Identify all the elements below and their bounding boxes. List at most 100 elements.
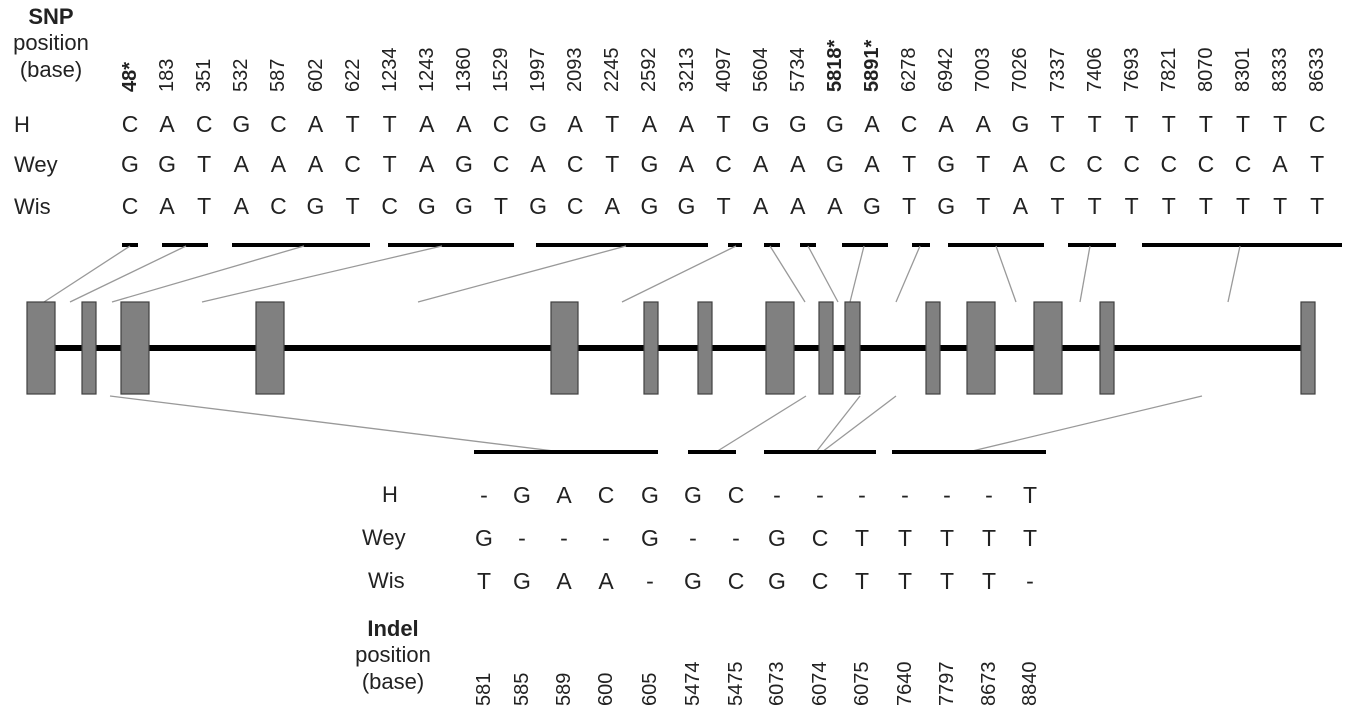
snp-base-h-9: A	[456, 111, 472, 137]
snp-base-h-21: C	[900, 111, 918, 137]
snp-base-wey-25: C	[1049, 151, 1066, 177]
snp-base-wey-17: A	[753, 151, 769, 177]
snp-base-h-16: T	[716, 111, 731, 137]
snp-base-h-26: T	[1087, 111, 1102, 137]
snp-base-wis-20: G	[863, 193, 881, 219]
snp-base-wey-6: C	[344, 151, 361, 177]
exon-10	[844, 301, 861, 395]
snp-base-wis-22: G	[937, 193, 956, 219]
snp-base-h-29: T	[1198, 111, 1213, 137]
snp-connector-10	[995, 245, 1017, 303]
indel-base-wis-4: -	[646, 568, 654, 594]
exon-8	[765, 301, 795, 395]
snp-base-h-4: C	[270, 111, 287, 137]
indel-position-5475: 5475	[725, 661, 747, 707]
snp-base-wis-11: G	[529, 193, 548, 219]
snp-base-wis-12: C	[566, 193, 584, 219]
exon-6	[643, 301, 659, 395]
snp-base-h-8: A	[419, 111, 435, 137]
snp-base-wis-16: T	[716, 193, 731, 219]
indel-base-wis-0: T	[476, 568, 492, 594]
snp-base-h-14: A	[641, 111, 658, 137]
snp-base-h-20: A	[864, 111, 880, 137]
indel-position-7640: 7640	[894, 661, 916, 707]
snp-base-wis-14: G	[640, 193, 659, 219]
snp-connector-3	[201, 245, 443, 303]
snp-base-wis-6: T	[345, 193, 360, 219]
exon-12	[966, 301, 996, 395]
snp-base-h-19: G	[825, 111, 844, 137]
snp-base-wey-20: A	[864, 151, 880, 177]
indel-position-605: 605	[639, 672, 661, 706]
snp-base-h-10: C	[492, 111, 510, 137]
snp-base-h-6: T	[345, 111, 360, 137]
snp-connector-1	[69, 245, 187, 303]
snp-base-wey-21: T	[902, 151, 917, 177]
snp-base-wey-27: C	[1123, 151, 1140, 177]
snp-base-wey-32: T	[1310, 151, 1325, 177]
snp-base-wey-12: C	[566, 151, 584, 177]
exon-11	[925, 301, 941, 395]
indel-base-h-9: -	[858, 482, 866, 508]
snp-base-h-13: T	[605, 111, 620, 137]
snp-base-wis-21: T	[902, 193, 917, 219]
snp-base-h-3: G	[232, 111, 251, 137]
snp-base-wey-22: G	[937, 151, 956, 177]
indel-base-h-1: G	[513, 482, 531, 508]
indel-position-7797: 7797	[936, 661, 958, 707]
snp-base-wis-27: T	[1124, 193, 1139, 219]
snp-connector-6	[769, 245, 806, 303]
snp-row-label-wey: Wey	[14, 152, 58, 177]
exon-13	[1033, 301, 1063, 395]
snp-base-wis-1: A	[159, 193, 175, 219]
indel-header-line2: position	[355, 642, 431, 668]
indel-base-wey-5: -	[689, 525, 697, 551]
snp-base-wey-18: A	[790, 151, 806, 177]
snp-base-wey-3: A	[233, 151, 249, 177]
snp-base-wey-29: C	[1197, 151, 1215, 177]
snp-base-wis-3: A	[233, 193, 249, 219]
indel-base-wis-1: G	[513, 568, 531, 594]
indel-base-h-2: A	[556, 482, 572, 508]
snp-base-h-7: T	[382, 111, 397, 137]
snp-base-wis-0: C	[121, 193, 139, 219]
indel-connector-1	[715, 395, 807, 453]
indel-base-h-5: G	[684, 482, 702, 508]
snp-base-wis-5: G	[306, 193, 325, 219]
snp-header-title: SNP	[28, 4, 74, 29]
indel-position-600: 600	[595, 672, 617, 706]
indel-position-8840: 8840	[1019, 661, 1041, 707]
indel-base-wey-6: -	[732, 525, 740, 551]
indel-base-wey-10: T	[897, 525, 913, 551]
snp-base-h-24: G	[1011, 111, 1030, 137]
exon-3	[120, 301, 150, 395]
indel-base-h-4: G	[641, 482, 659, 508]
indel-base-wey-8: C	[811, 525, 829, 551]
snp-base-wey-9: G	[454, 151, 473, 177]
snp-base-h-0: C	[121, 111, 139, 137]
indel-header-title: Indel	[367, 616, 419, 641]
snp-header-line2: position	[13, 30, 89, 56]
snp-base-wis-13: A	[604, 193, 620, 219]
indel-base-wis-6: C	[727, 568, 745, 594]
exon-4	[255, 301, 285, 395]
snp-base-h-27: T	[1124, 111, 1139, 137]
snp-base-wis-24: A	[1012, 193, 1029, 219]
snp-base-wis-17: A	[753, 193, 769, 219]
indel-base-wis-9: T	[854, 568, 870, 594]
indel-base-h-3: C	[597, 482, 615, 508]
snp-base-wis-10: T	[493, 193, 509, 219]
indel-base-wis-13: -	[1026, 568, 1034, 594]
exon-14	[1099, 301, 1115, 395]
snp-base-h-30: T	[1235, 111, 1251, 137]
indel-position-8673: 8673	[978, 661, 1000, 707]
snp-base-wey-2: T	[197, 151, 212, 177]
snp-base-wey-19: G	[825, 151, 844, 177]
snp-base-wis-31: T	[1273, 193, 1288, 219]
snp-base-wis-7: C	[381, 193, 398, 219]
snp-base-h-31: T	[1273, 111, 1288, 137]
snp-connector-4	[417, 245, 627, 303]
snp-base-h-22: A	[938, 111, 954, 137]
indel-row-label-wis: Wis	[368, 568, 405, 593]
